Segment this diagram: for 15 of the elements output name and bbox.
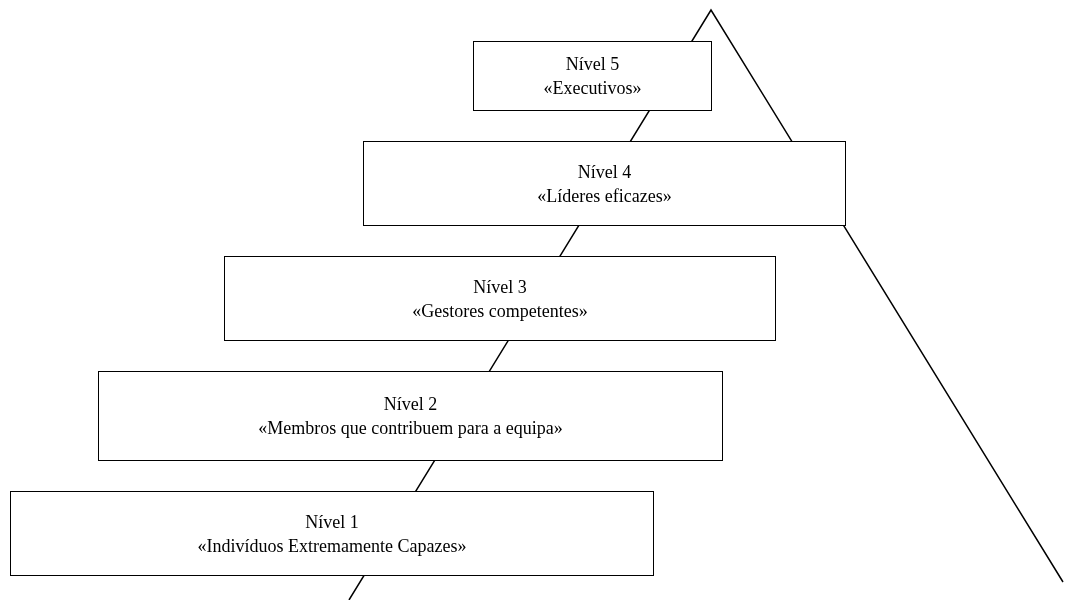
level-box (10, 491, 654, 576)
level-description: «Indivíduos Extremamente Capazes» (197, 534, 467, 558)
level-box (473, 41, 712, 111)
level-title: Nível 2 (383, 393, 438, 416)
level-description: «Gestores competentes» (412, 299, 588, 323)
level-box (224, 256, 776, 341)
level-title: Nível 4 (577, 160, 632, 184)
level-description: «Membros que contribuem para a equipa» (258, 417, 563, 440)
level-box (363, 141, 846, 226)
level-box (98, 371, 723, 461)
level-title: Nível 3 (473, 275, 527, 299)
level-title: Nível 1 (305, 510, 359, 534)
level-description: «Líderes eficazes» (537, 184, 672, 208)
level-description: «Executivos» (543, 77, 642, 100)
level-title: Nível 5 (565, 53, 620, 76)
